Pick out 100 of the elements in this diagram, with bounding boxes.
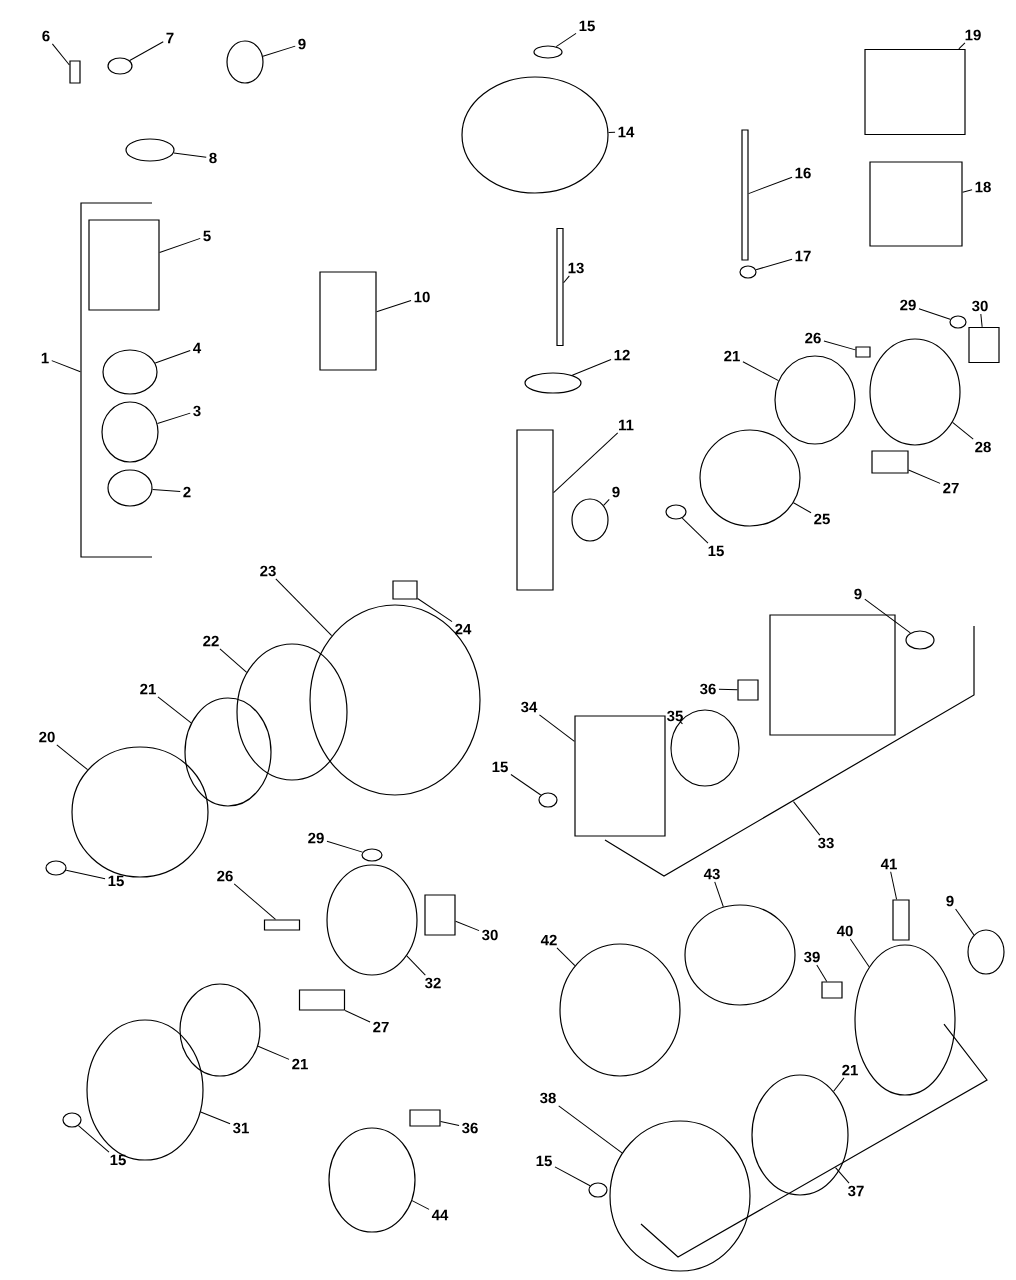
- part-drawing: [361, 848, 383, 862]
- leader-line: [742, 361, 779, 382]
- part-drawing: [892, 899, 910, 941]
- part-drawing: [871, 450, 909, 474]
- part-drawing: [45, 860, 67, 876]
- leader-line: [835, 1167, 850, 1184]
- callout-number: 34: [521, 701, 538, 713]
- part-drawing: [184, 697, 272, 807]
- callout-number: 38: [540, 1092, 556, 1104]
- part-drawing: [424, 894, 456, 936]
- group-bracket: [80, 202, 153, 558]
- leader-line: [65, 869, 106, 880]
- leader-line: [556, 947, 576, 967]
- leader-line: [152, 489, 181, 493]
- part-drawing: [665, 504, 687, 520]
- callout-number: 20: [39, 731, 55, 743]
- part-drawing: [869, 338, 961, 446]
- callout-number: 24: [455, 623, 472, 635]
- leader-line: [200, 1111, 231, 1125]
- leader-line: [962, 189, 973, 193]
- leader-line: [51, 360, 81, 373]
- callout-number: 21: [140, 683, 156, 695]
- part-drawing: [524, 372, 582, 394]
- part-drawing: [855, 346, 871, 358]
- leader-line: [681, 517, 709, 544]
- leader-line: [980, 313, 983, 328]
- part-drawing: [69, 60, 81, 84]
- callout-number: 14: [618, 126, 635, 138]
- callout-number: 11: [619, 419, 634, 431]
- callout-number: 12: [614, 349, 630, 361]
- part-drawing: [949, 315, 967, 329]
- part-drawing: [739, 265, 757, 279]
- callout-number: 15: [579, 20, 595, 32]
- callout-number: 21: [724, 350, 740, 362]
- part-drawing: [125, 138, 175, 162]
- callout-number: 15: [108, 875, 124, 887]
- callout-number: 19: [965, 29, 981, 41]
- leader-line: [77, 1125, 110, 1153]
- part-drawing: [461, 76, 609, 194]
- callout-number: 15: [110, 1154, 126, 1166]
- part-drawing: [864, 48, 966, 136]
- callout-number: 8: [209, 152, 217, 164]
- part-drawing: [869, 161, 963, 247]
- part-drawing: [409, 1109, 441, 1127]
- callout-number: 9: [946, 895, 954, 907]
- part-drawing: [684, 904, 796, 1006]
- leader-line: [958, 42, 966, 50]
- part-drawing: [179, 983, 261, 1077]
- callout-number: 7: [166, 32, 174, 44]
- part-drawing: [62, 1112, 82, 1128]
- part-drawing: [609, 1120, 751, 1272]
- leader-line: [411, 1200, 430, 1210]
- part-drawing: [967, 929, 1005, 975]
- part-drawing: [571, 498, 609, 542]
- leader-line: [823, 340, 856, 351]
- leader-line: [554, 1166, 591, 1187]
- leader-line: [748, 176, 793, 195]
- part-drawing: [588, 1182, 608, 1198]
- leader-line: [563, 275, 570, 284]
- callout-number: 13: [568, 262, 584, 274]
- part-drawing: [319, 271, 377, 371]
- part-drawing: [574, 715, 666, 837]
- leader-line: [233, 883, 276, 920]
- leader-line: [571, 358, 612, 376]
- part-drawing: [88, 219, 160, 311]
- part-drawing: [326, 864, 418, 976]
- callout-number: 42: [540, 934, 557, 946]
- callout-number: 18: [975, 181, 991, 193]
- leader-line: [51, 43, 70, 66]
- callout-number: 21: [292, 1058, 308, 1070]
- callout-number: 29: [900, 299, 916, 311]
- callout-number: 44: [431, 1209, 449, 1221]
- callout-number: 22: [203, 635, 219, 647]
- leader-line: [417, 597, 453, 623]
- callout-number: 26: [805, 332, 821, 344]
- part-drawing: [107, 57, 133, 75]
- leader-line: [219, 648, 248, 673]
- part-drawing: [741, 129, 749, 261]
- leader-line: [326, 840, 363, 853]
- leader-line: [718, 688, 738, 691]
- callout-number: 9: [612, 486, 620, 498]
- leader-line: [793, 502, 812, 514]
- callout-number: 43: [703, 868, 720, 880]
- leader-line: [157, 696, 192, 724]
- callout-number: 10: [414, 291, 430, 303]
- leader-line: [714, 881, 724, 908]
- leader-line: [406, 955, 426, 976]
- leader-line: [510, 774, 542, 796]
- part-drawing: [236, 643, 348, 781]
- leader-line: [816, 964, 828, 982]
- callout-number: 39: [804, 951, 820, 963]
- leader-line: [376, 300, 412, 313]
- leader-line: [849, 938, 870, 968]
- leader-line: [159, 237, 201, 254]
- part-drawing: [226, 40, 264, 84]
- part-drawing: [309, 604, 481, 796]
- callout-number: 23: [260, 565, 276, 577]
- leader-line: [792, 801, 821, 836]
- callout-number: 5: [203, 230, 211, 242]
- leader-line: [603, 498, 610, 506]
